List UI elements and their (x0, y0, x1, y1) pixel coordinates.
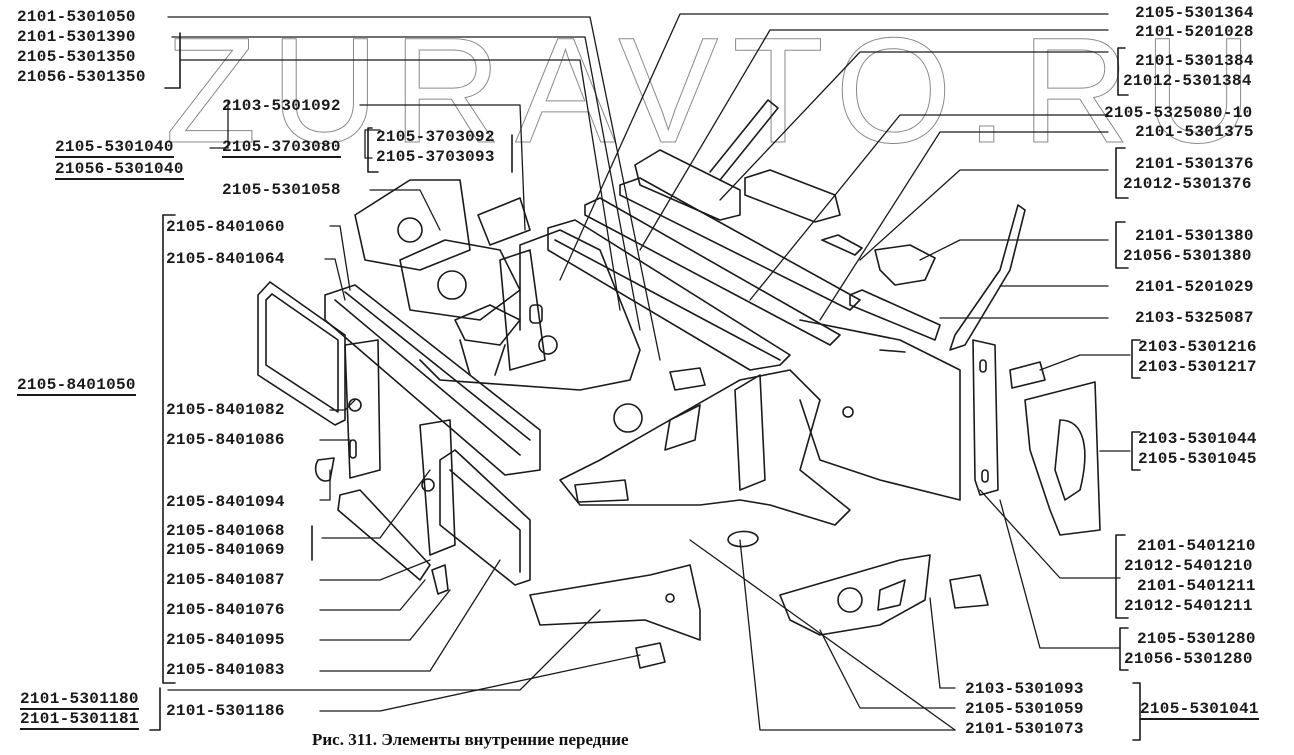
part-number-label: 2105-5301364 (1135, 4, 1254, 22)
part-number-label: 21012-5401211 (1124, 597, 1253, 615)
part-a-pillar-inner (972, 339, 999, 496)
part-number-label: 2103-5301093 (965, 680, 1084, 698)
part-small-bracket (431, 564, 449, 595)
part-number-label: 2105-8401094 (166, 493, 285, 511)
part-number-label: 21012-5301384 (1123, 72, 1252, 90)
part-number-label: 2105-3703093 (376, 148, 495, 166)
part-number-label: 2101-5301375 (1135, 123, 1254, 141)
part-number-label: 2105-8401086 (166, 431, 285, 449)
part-radiator-frame-left (257, 281, 346, 426)
part-number-label: 2105-5301350 (17, 48, 136, 66)
part-windshield-pillar (949, 204, 1026, 351)
part-number-label: 21056-5301350 (17, 68, 146, 86)
part-side-member (529, 564, 701, 641)
part-number-label: 2105-8401064 (166, 250, 285, 268)
part-number-label: 21012-5401210 (1124, 557, 1253, 575)
part-door-pillar-panel (1024, 381, 1101, 536)
part-number-label: 2101-5301181 (20, 710, 139, 730)
part-front-wheelhouse (559, 369, 851, 526)
part-number-label: 2105-5301040 (55, 138, 174, 158)
figure-caption: Рис. 311. Элементы внутренние передние (312, 730, 629, 749)
part-wheel-arch-left-assembly (419, 229, 641, 391)
part-number-label: 2105-8401060 (166, 218, 285, 236)
part-number-label: 2101-5301376 (1135, 155, 1254, 173)
part-number-label: 2103-5301216 (1138, 338, 1257, 356)
part-radiator-upper-crossmember (324, 284, 541, 476)
part-mudguard-front-right (779, 554, 931, 636)
part-small-plate (821, 234, 863, 256)
part-crossbar-right (849, 289, 941, 341)
part-number-label: 2105-5301059 (965, 700, 1084, 718)
part-number-label: 2105-8401069 (166, 541, 285, 559)
part-number-label: 2101-5201029 (1135, 278, 1254, 296)
part-small-bracket-right (949, 574, 989, 609)
part-number-label: 2101-5401211 (1137, 577, 1256, 595)
part-number-label: 2105-8401095 (166, 631, 285, 649)
part-number-label: 2101-5301073 (965, 720, 1084, 738)
part-number-label: 2105-8401068 (166, 522, 285, 540)
leader-lines (167, 13, 1131, 731)
part-bracket-upper (477, 197, 531, 246)
part-number-label: 2105-5301280 (1137, 630, 1256, 648)
part-number-label: 21056-5301380 (1123, 247, 1252, 265)
part-cowl-panel (547, 177, 861, 371)
part-inner-fender-right (799, 319, 961, 501)
part-number-label: 2105-5325080-10 (1104, 104, 1253, 122)
part-number-label: 21012-5301376 (1123, 175, 1252, 193)
part-heater-clip (669, 367, 706, 391)
part-radiator-frame-right (439, 449, 531, 586)
part-radiator-pillar-left (344, 339, 381, 479)
part-number-label: 2105-8401076 (166, 601, 285, 619)
part-number-label: 2105-5301045 (1138, 450, 1257, 468)
part-number-label: 2101-5301186 (166, 702, 285, 720)
part-bump-stop (314, 457, 335, 482)
part-mudguard-inner-left (354, 179, 521, 321)
part-number-label: 2101-5201028 (1135, 23, 1254, 41)
part-number-label: 2101-5301390 (17, 28, 136, 46)
brackets (149, 32, 1141, 741)
part-number-label: 2103-5301217 (1138, 358, 1257, 376)
part-number-label: 2105-8401082 (166, 401, 285, 419)
part-oval-plug (727, 530, 759, 548)
part-bump-housing (635, 642, 666, 669)
part-number-label: 2105-3703080 (222, 138, 341, 158)
part-windshield-frame-upper (634, 99, 779, 221)
part-number-label: 2105-3703092 (376, 128, 495, 146)
part-battery-shelf (454, 304, 521, 376)
part-number-label: 2103-5325087 (1135, 309, 1254, 327)
part-number-label: 2101-5401210 (1137, 537, 1256, 555)
part-number-label: 2101-5301384 (1135, 52, 1254, 70)
part-number-label: 2105-5301041 (1140, 700, 1259, 720)
part-cowl-cover (744, 169, 841, 223)
part-number-label: 2103-5301092 (222, 97, 341, 115)
part-number-label: 2105-8401083 (166, 661, 285, 679)
assembly-number-label: 2105-8401050 (17, 376, 136, 396)
part-number-label: 2103-5301044 (1138, 430, 1257, 448)
part-number-label: 21056-5301280 (1124, 650, 1253, 668)
part-number-label: 2101-5301050 (17, 8, 136, 26)
part-number-label: 2105-8401087 (166, 571, 285, 589)
part-number-label: 2101-5301380 (1135, 227, 1254, 245)
part-number-label: 21056-5301040 (55, 160, 184, 180)
part-number-label: 2105-5301058 (222, 181, 341, 199)
part-number-label: 2101-5301180 (20, 690, 139, 710)
part-small-tag (1009, 361, 1046, 389)
part-radiator-pillar-right (419, 419, 456, 556)
part-bracket-right (874, 244, 936, 286)
part-lower-crossmember (337, 489, 431, 581)
